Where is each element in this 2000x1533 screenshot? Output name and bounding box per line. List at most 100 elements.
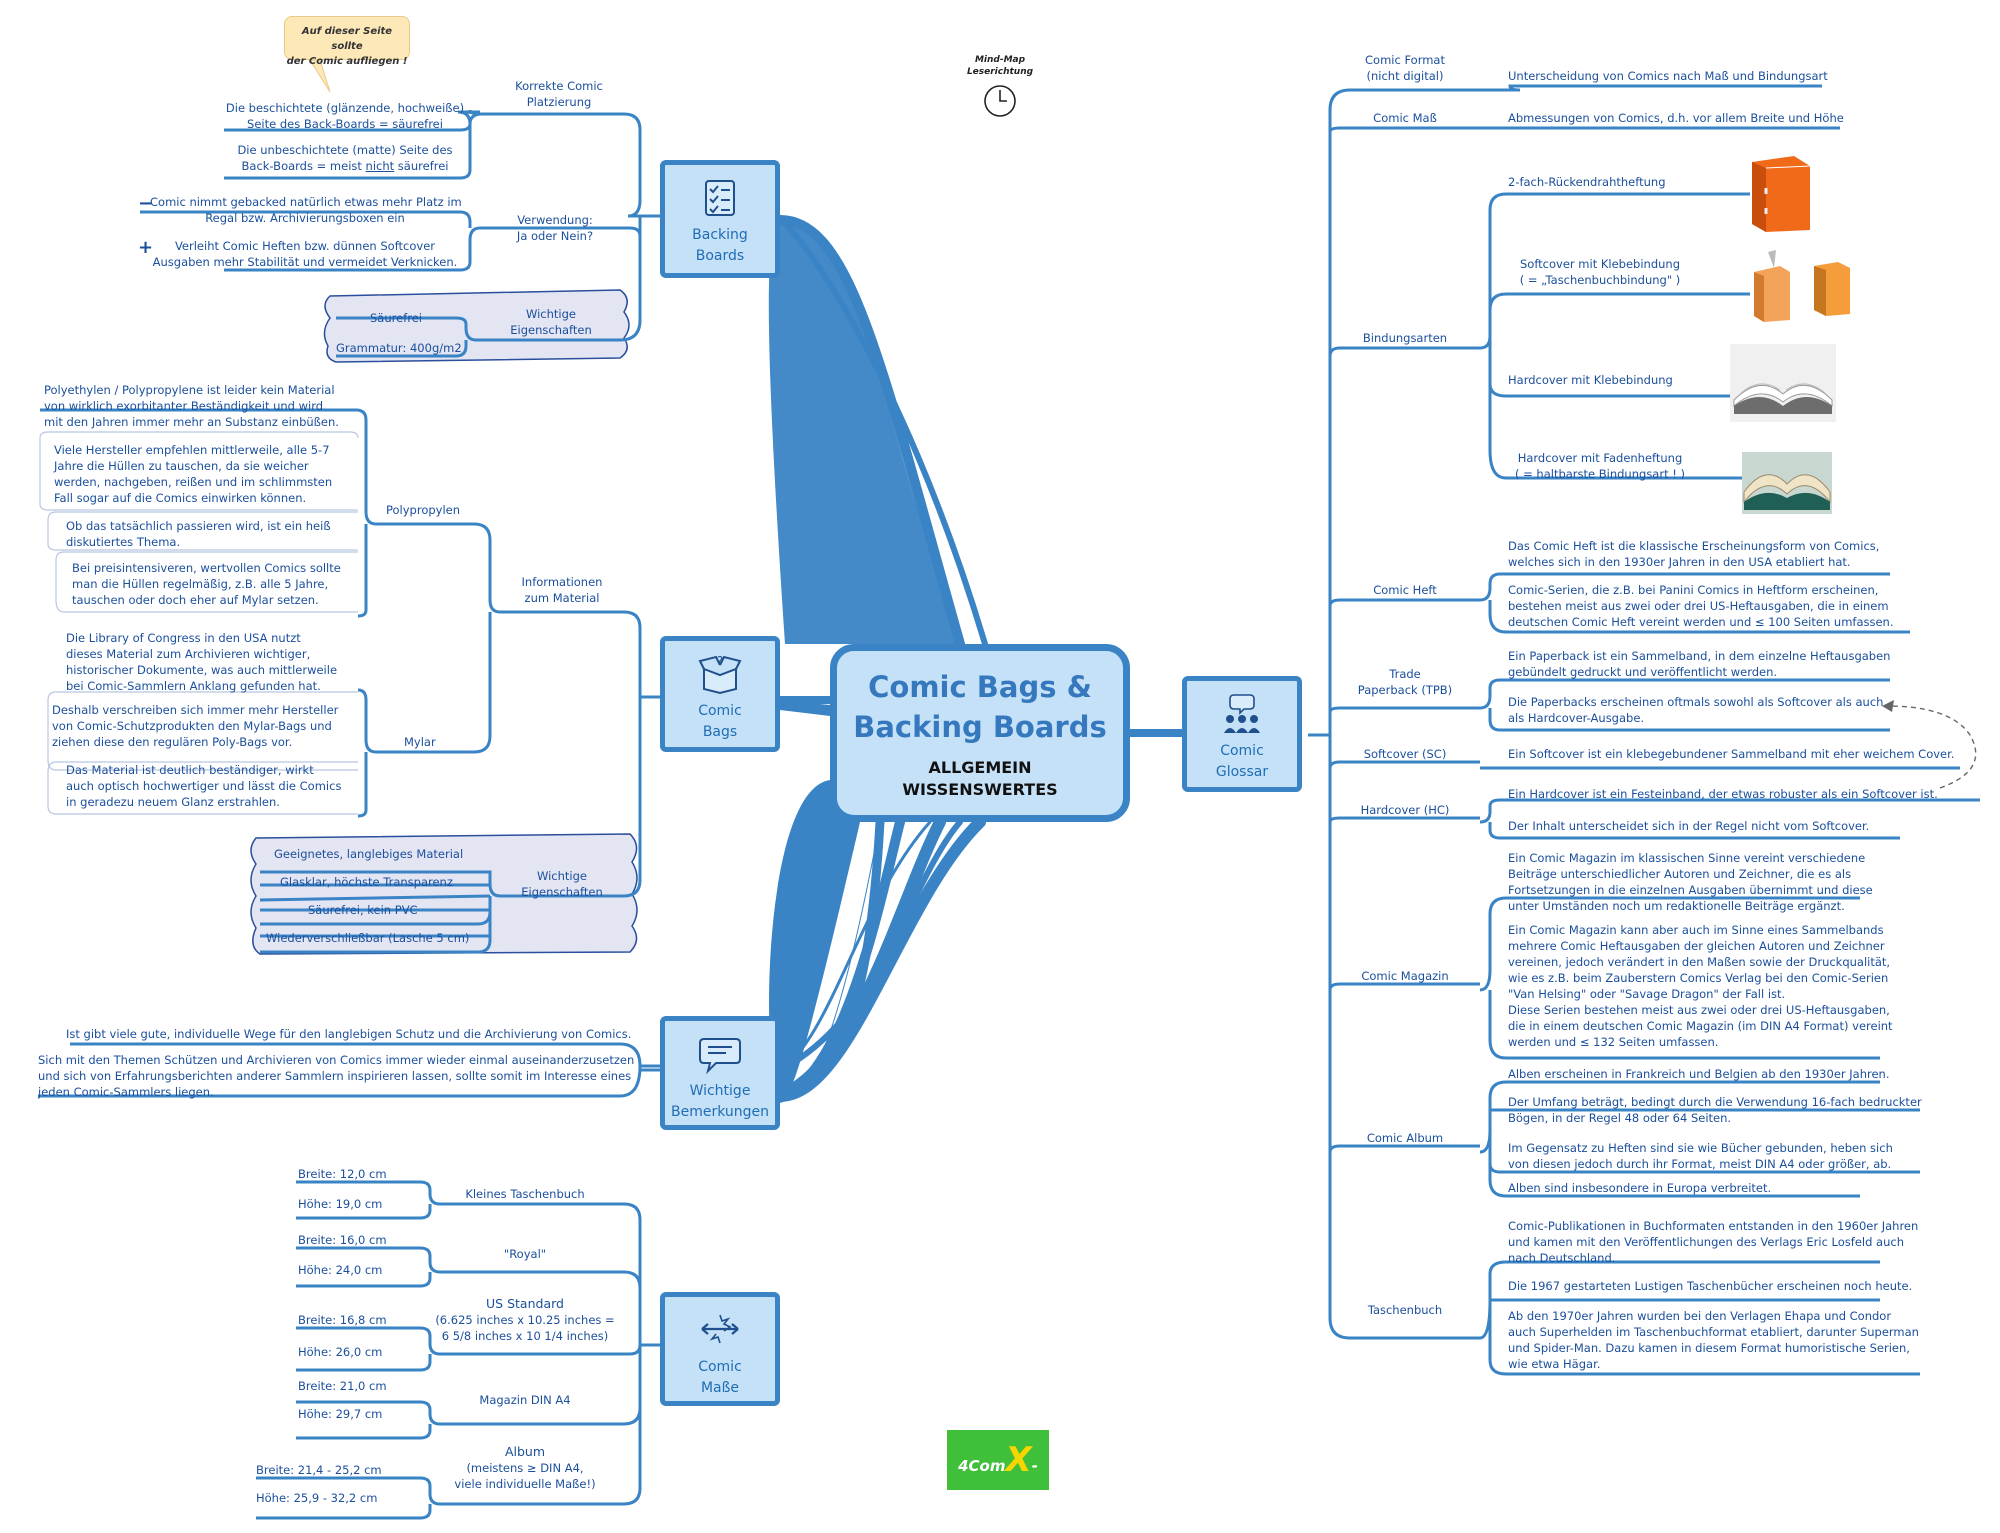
text-line: wie etwa Hägar.	[1508, 1357, 1601, 1371]
text-line: Hardcover mit Fadenheftung	[1517, 451, 1683, 465]
hub-comic-masse[interactable]: Comic Maße	[660, 1292, 780, 1406]
text-line: Fortsetzungen in die einzelnen Ausgaben …	[1508, 883, 1873, 897]
central-topic[interactable]: Comic Bags & Backing Boards ALLGEMEIN WI…	[830, 644, 1130, 822]
node-hardcover[interactable]: Hardcover (HC)	[1360, 803, 1450, 817]
def-tpb-2: Die Paperbacks erscheinen oftmals sowohl…	[1508, 694, 1883, 726]
text-line: Comic nimmt gebacked natürlich etwas meh…	[150, 195, 462, 209]
text-line: Verleiht Comic Heften bzw. dünnen Softco…	[174, 239, 436, 253]
pp-note-3: Bei preisintensiveren, wertvollen Comics…	[72, 560, 341, 608]
node-line: Wichtige	[525, 307, 576, 321]
text-line: Beiträge unterschiedlicher Autoren und Z…	[1508, 867, 1852, 881]
text-line: Seite des Back-Boards = säurefrei	[247, 117, 443, 131]
def-album-2: Der Umfang beträgt, bedingt durch die Ve…	[1508, 1094, 1922, 1126]
text-line: Ein Paperback ist ein Sammelband, in dem…	[1508, 649, 1891, 663]
node-mylar[interactable]: Mylar	[404, 735, 436, 749]
central-title: Comic Bags & Backing Boards	[837, 667, 1123, 747]
node-comic-heft[interactable]: Comic Heft	[1373, 583, 1437, 597]
dim-hoehe: Höhe: 24,0 cm	[298, 1263, 383, 1277]
text-line: ( = haltbarste Bindungsart ! )	[1514, 467, 1685, 481]
note-line: Mind-Map	[974, 55, 1026, 65]
dim-breite: Breite: 12,0 cm	[298, 1167, 387, 1181]
logo-text: 4Com	[958, 1457, 1006, 1475]
hub-wichtige-bemerkungen[interactable]: Wichtige Bemerkungen	[660, 1016, 780, 1130]
node-comic-magazin[interactable]: Comic Magazin	[1361, 969, 1449, 983]
node-informationen[interactable]: Informationen zum Material	[500, 574, 624, 606]
node-line: Korrekte Comic	[515, 79, 603, 93]
dim-hoehe: Höhe: 25,9 - 32,2 cm	[256, 1491, 378, 1505]
image-softcover	[1754, 250, 1850, 322]
node-comic-album[interactable]: Comic Album	[1366, 1131, 1444, 1145]
node-softcover[interactable]: Softcover (SC)	[1363, 747, 1447, 761]
central-title-line: Comic Bags &	[868, 670, 1092, 704]
hub-label: Bags	[702, 724, 738, 740]
node-comic-format[interactable]: Comic Format (nicht digital)	[1340, 52, 1470, 84]
remark-1: Ist gibt viele gute, individuelle Wege f…	[66, 1027, 632, 1041]
image-hardcover-faden	[1742, 452, 1832, 514]
node-line: 6 5/8 inches x 10 1/4 inches)	[441, 1329, 609, 1343]
node-bags-eigenschaften[interactable]: Wichtige Eigenschaften	[500, 868, 624, 900]
logo-text: -Fans	[978, 1457, 1038, 1533]
hub-comic-bags[interactable]: ? Comic Bags	[660, 636, 780, 752]
node-us-standard[interactable]: US Standard (6.625 inches x 10.25 inches…	[430, 1296, 620, 1344]
text-line: Ein Comic Magazin kann aber auch im Sinn…	[1508, 923, 1884, 937]
prop-grammatur: Grammatur: 400g/m2	[336, 341, 462, 355]
binding-rueckendraht: 2-fach-Rückendrahtheftung	[1508, 175, 1666, 189]
text-line: Polyethylen / Polypropylene ist leider k…	[44, 383, 335, 397]
hub-label: Maße	[700, 1380, 740, 1396]
text-line: ziehen diese den regulären Poly-Bags vor…	[52, 735, 293, 749]
def-magazin-1: Ein Comic Magazin im klassischen Sinne v…	[1508, 850, 1873, 914]
checklist-icon	[705, 180, 735, 216]
bag-prop-item: Glasklar, höchste Transparenz	[280, 875, 453, 889]
text-line: und sich von Erfahrungsberichten anderer…	[38, 1069, 632, 1083]
node-royal[interactable]: "Royal"	[503, 1247, 547, 1261]
text-line: Sich mit den Themen Schützen und Archivi…	[38, 1053, 635, 1067]
def-hardcover-1: Ein Hardcover ist ein Festeinband, der e…	[1508, 787, 1938, 801]
hub-backing-boards[interactable]: Backing Boards	[660, 160, 780, 278]
node-taschenbuch[interactable]: Taschenbuch	[1367, 1303, 1443, 1317]
text-line: von wirklich exorbitanter Beständigkeit …	[44, 399, 324, 413]
node-polypropylen[interactable]: Polypropylen	[386, 503, 461, 517]
reference-arrow	[1881, 705, 1977, 789]
text-line: Ab den 1970er Jahren wurden bei den Verl…	[1508, 1309, 1892, 1323]
node-line: (meistens ≥ DIN A4,	[466, 1461, 584, 1475]
node-album[interactable]: Album (meistens ≥ DIN A4, viele individu…	[440, 1444, 610, 1492]
mylar-note-3: Das Material ist deutlich beständiger, w…	[66, 762, 341, 810]
node-verwendung[interactable]: Verwendung: Ja oder Nein?	[480, 212, 630, 244]
text-line: Bei preisintensiveren, wertvollen Comics…	[72, 561, 341, 575]
node-trade-paperback[interactable]: Trade Paperback (TPB)	[1340, 666, 1470, 698]
dim-hoehe: Höhe: 29,7 cm	[298, 1407, 383, 1421]
node-line: Paperback (TPB)	[1357, 683, 1453, 697]
node-comic-mass[interactable]: Comic Maß	[1373, 111, 1437, 125]
mindmap-reading-note: Mind-Map Leserichtung	[965, 54, 1035, 124]
def-mass: Abmessungen von Comics, d.h. vor allem B…	[1508, 111, 1844, 125]
node-backing-eigenschaften[interactable]: Wichtige Eigenschaften	[486, 306, 616, 338]
text-line: werden, nachgeben, reißen und im schlimm…	[54, 475, 333, 489]
node-line: Wichtige	[536, 869, 587, 883]
text-line: dieses Material zum Archivieren wichtige…	[66, 647, 311, 661]
text-line: Back-Boards = meist nicht säurefrei	[220, 158, 470, 174]
text-line: Die beschichtete (glänzende, hochweiße)	[225, 101, 465, 115]
mylar-note-1: Die Library of Congress in den USA nutzt…	[66, 630, 337, 694]
hub-label: Comic	[698, 1359, 742, 1375]
measure-arrows-icon	[701, 1314, 739, 1344]
text-line: diskutiertes Thema.	[66, 535, 181, 549]
text-line: Viele Hersteller empfehlen mittlerweile,…	[54, 443, 330, 457]
def-heft-1: Das Comic Heft ist die klassische Ersche…	[1508, 538, 1879, 570]
dim-breite: Breite: 16,8 cm	[298, 1313, 387, 1327]
people-icon	[1224, 694, 1260, 733]
central-subtitle: ALLGEMEIN WISSENSWERTES	[837, 757, 1123, 801]
node-magazin-a4[interactable]: Magazin DIN A4	[479, 1393, 571, 1407]
node-line: US Standard	[486, 1296, 564, 1311]
node-kleines-taschenbuch[interactable]: Kleines Taschenbuch	[465, 1187, 585, 1201]
text-line: Das Comic Heft ist die klassische Ersche…	[1508, 539, 1880, 553]
text-line: Die Library of Congress in den USA nutzt	[66, 631, 301, 645]
text-line: tauschen oder doch eher auf Mylar setzen…	[72, 593, 319, 607]
text-line: bei Comic-Sammlern Anklang gefunden hat.	[66, 679, 321, 693]
bag-prop-item: Wiederverschließbar (Lasche 5 cm)	[266, 931, 470, 945]
text-line: gebündelt gedruckt und veröffentlicht we…	[1508, 665, 1778, 679]
node-korrekte-platzierung[interactable]: Korrekte Comic Platzierung	[484, 78, 634, 110]
text-line: auch optisch hochwertiger und lässt die …	[66, 779, 342, 793]
node-bindungsarten[interactable]: Bindungsarten	[1362, 331, 1448, 345]
hub-comic-glossar[interactable]: Comic Glossar	[1182, 676, 1302, 792]
hub-label: Boards	[695, 248, 745, 264]
